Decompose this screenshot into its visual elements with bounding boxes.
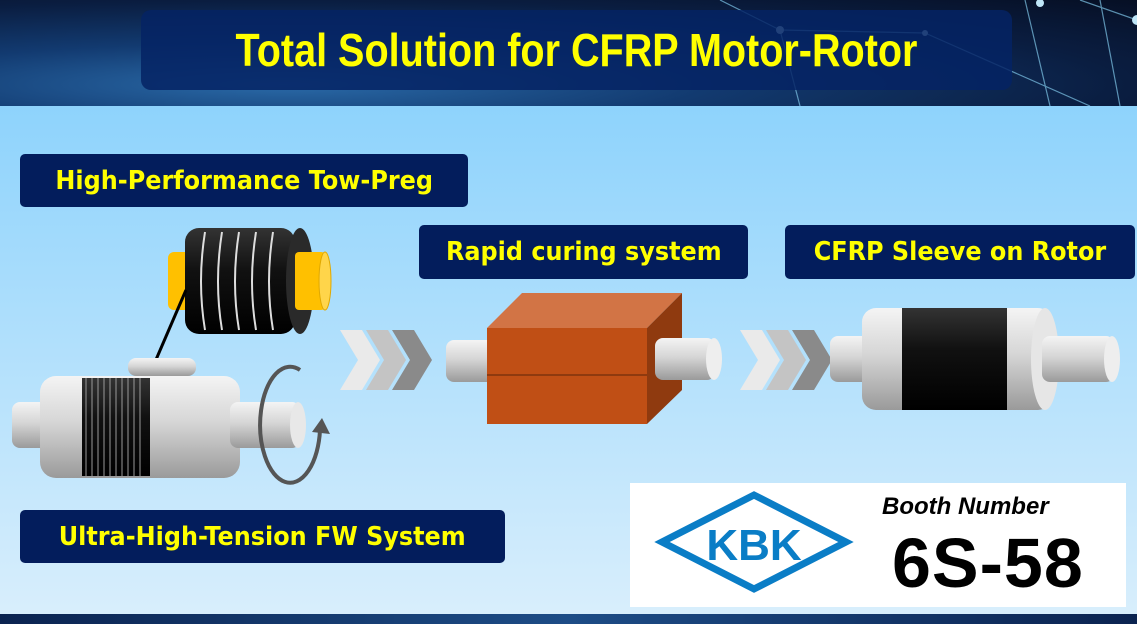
filament-winding-rotor-icon — [12, 358, 330, 485]
rotation-arrow-icon — [258, 364, 322, 485]
label-text: Rapid curing system — [445, 237, 722, 267]
label-fw-system: Ultra-High-Tension FW System — [20, 510, 505, 563]
towpreg-spool-icon — [153, 228, 332, 363]
header-banner: Total Solution for CFRP Motor-Rotor — [0, 0, 1137, 106]
chevron-arrows-icon — [740, 330, 832, 390]
label-curing: Rapid curing system — [419, 225, 748, 279]
label-towpreg: High-Performance Tow-Preg — [20, 154, 468, 207]
kbk-logo: KBK — [654, 491, 854, 593]
footer-strip — [0, 614, 1137, 624]
booth-card: KBK Booth Number 6S-58 — [630, 483, 1126, 607]
chevron-arrows-icon — [340, 330, 432, 390]
booth-number: 6S-58 — [892, 524, 1084, 602]
booth-label: Booth Number — [882, 493, 1049, 520]
title-box: Total Solution for CFRP Motor-Rotor — [141, 10, 1012, 90]
curing-oven-icon — [446, 293, 722, 424]
svg-text:KBK: KBK — [706, 521, 802, 570]
label-text: Ultra-High-Tension FW System — [58, 521, 467, 552]
label-text: CFRP Sleeve on Rotor — [813, 237, 1107, 267]
label-sleeve: CFRP Sleeve on Rotor — [785, 225, 1135, 279]
cfrp-sleeve-rotor-icon — [830, 308, 1120, 410]
page-title: Total Solution for CFRP Motor-Rotor — [235, 24, 918, 76]
label-text: High-Performance Tow-Preg — [55, 165, 433, 196]
